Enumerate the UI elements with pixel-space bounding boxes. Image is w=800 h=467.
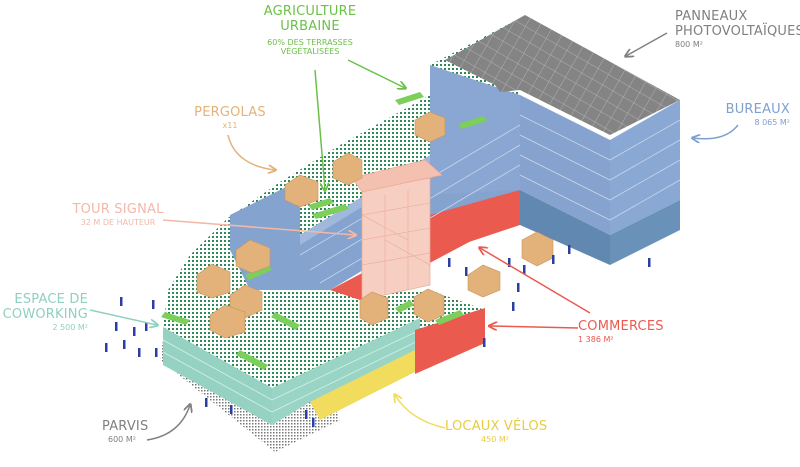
bike-arrow [395, 395, 446, 429]
leader-arrows [89, 32, 739, 441]
tower-arrow [162, 219, 355, 235]
offices-arrow [693, 124, 739, 139]
offices-base-front [520, 190, 610, 265]
coworking-label: ESPACE DE COWORKING 2 500 M² [0, 292, 88, 332]
pergolas [196, 111, 554, 339]
offices-detail: 8 065 M² [754, 117, 790, 127]
signal-tower [351, 159, 443, 301]
agriculture-arrow [347, 59, 405, 88]
offices-upper-wall [430, 65, 520, 195]
photovoltaic-detail: 800 M² [675, 39, 703, 49]
offices-right-face [610, 100, 680, 235]
coworking-floor-lines [162, 329, 421, 413]
bike-title: LOCAUX VÉLOS [445, 419, 548, 434]
agriculture-title-1: AGRICULTURE [263, 4, 357, 19]
tower-title: TOUR SIGNAL [72, 202, 164, 217]
bike-detail: 450 M² [481, 434, 509, 444]
agriculture-arrow-2 [314, 69, 325, 190]
commerce-detail: 1 386 M² [578, 334, 614, 344]
coworking-detail: 2 500 M² [52, 322, 88, 332]
pergolas-label: PERGOLAS x11 [190, 105, 270, 130]
photovoltaic-label: PANNEAUX PHOTOVOLTAÏQUES 800 M² [675, 9, 800, 49]
pergolas-arrow [227, 134, 275, 170]
coworking-right-face [272, 318, 420, 425]
agriculture-detail-2: VÉGÉTALISÉES [280, 47, 340, 57]
coworking-title-1: ESPACE DE [14, 292, 88, 307]
tower-detail: 32 M DE HAUTEUR [80, 217, 156, 227]
bike-label: LOCAUX VÉLOS 450 M² [445, 419, 548, 444]
offices-base-right [610, 200, 680, 265]
commerce-red-lower [430, 190, 520, 255]
agriculture-detail-1: 60% DES TERRASSES [267, 37, 353, 47]
forecourt-detail: 600 M² [108, 434, 136, 444]
coworking-title-2: COWORKING [2, 306, 88, 322]
photovoltaic-panels [445, 15, 680, 135]
bike-storage [310, 350, 415, 420]
tower-label: TOUR SIGNAL 32 M DE HAUTEUR [68, 202, 168, 227]
photovoltaic-title-1: PANNEAUX [675, 9, 748, 24]
forecourt-title: PARVIS [102, 419, 149, 434]
offices-label: BUREAUX 8 065 M² [700, 102, 790, 127]
pergolas-detail: x11 [222, 120, 238, 130]
agriculture-label: AGRICULTURE URBAINE 60% DES TERRASSES VÉ… [250, 4, 370, 57]
photovoltaic-title-2: PHOTOVOLTAÏQUES [675, 23, 800, 39]
commerce-title: COMMERCES [578, 319, 664, 334]
commerce-arrow-2 [480, 248, 591, 314]
coworking-front-face [163, 327, 272, 425]
photovoltaic-arrow [626, 32, 668, 56]
coworking-arrow [89, 309, 157, 325]
commerce-label: COMMERCES 1 386 M² [578, 319, 664, 344]
agriculture-title-2: URBAINE [280, 18, 340, 34]
commerce-arrow [490, 326, 579, 328]
people [105, 245, 651, 427]
offices-front-face [520, 95, 610, 235]
offices-title: BUREAUX [725, 102, 790, 117]
commerce-corner [415, 308, 485, 374]
pergolas-title: PERGOLAS [194, 105, 266, 120]
forecourt-arrow [146, 405, 190, 441]
urban-agriculture-strips [161, 92, 487, 370]
forecourt-label: PARVIS 600 M² [102, 419, 149, 444]
